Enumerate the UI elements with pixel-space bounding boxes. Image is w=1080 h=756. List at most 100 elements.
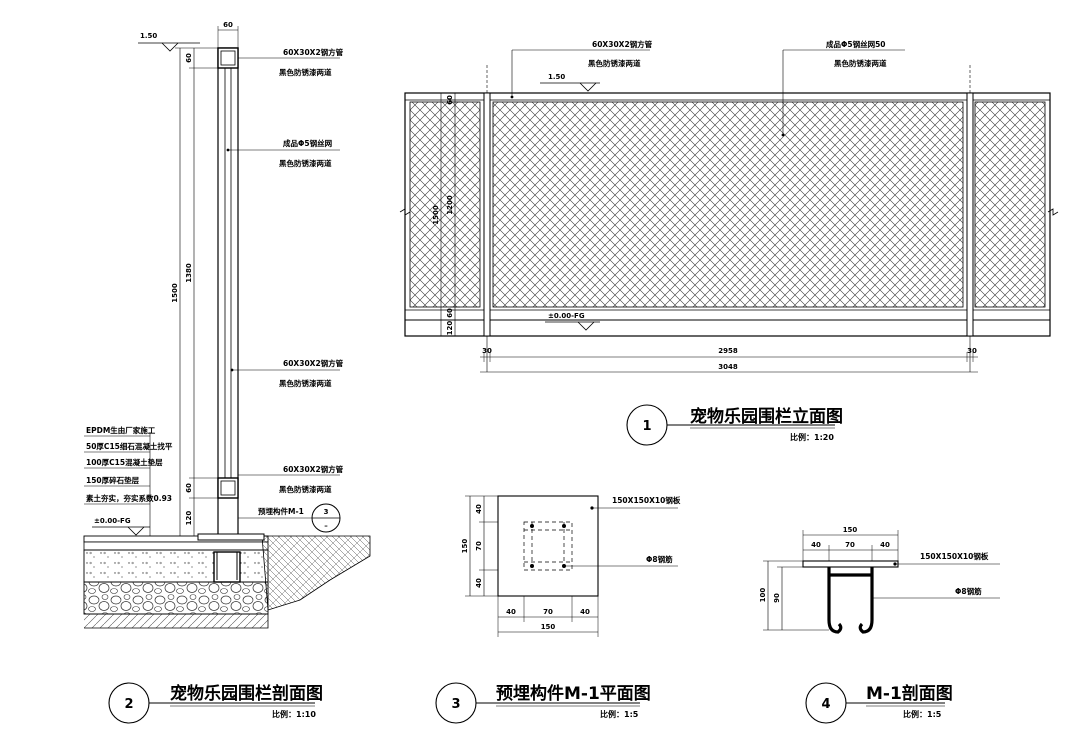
dim-post-30a: 30 (482, 347, 492, 355)
section-mid-tube-label-1: 60X30X2钢方管 (283, 358, 344, 368)
section-top-tube-label-1: 60X30X2钢方管 (283, 47, 344, 57)
detail-callout-number: 3 (324, 508, 329, 516)
m1-dim-top-150: 150 (843, 526, 858, 534)
m1-dim-top-70: 70 (845, 541, 855, 549)
section-dim-60a: 60 (185, 53, 193, 63)
section-bottom-tube-callout: 60X30X2钢方管 黑色防锈漆两道 (238, 464, 344, 494)
post-left (483, 92, 491, 337)
plan-bar-outline (523, 521, 573, 571)
drawing-scale-3: 比例：1:5 (600, 709, 639, 719)
section-level-top: 1.50 (138, 32, 200, 52)
level-top-text: 1.50 (548, 73, 565, 81)
dim-span-2958: 2958 (718, 347, 738, 355)
plan-dim-h-150: 150 (541, 623, 556, 631)
m1-plate-callout: 150X150X10钢板 (893, 551, 1000, 566)
plan-m1-drawing: 150X150X10钢板 Φ8钢筋 40 70 40 150 4 (435, 495, 681, 724)
section-top-tube-label-2: 黑色防锈漆两道 (279, 67, 332, 77)
m1-bar-label: Φ8钢筋 (955, 586, 982, 596)
plan-dim-v-40a: 40 (475, 504, 483, 514)
mesh-label-2: 黑色防锈漆两道 (834, 58, 887, 68)
plan-dim-h-70: 70 (543, 608, 553, 616)
m1-dim-top-40b: 40 (880, 541, 890, 549)
section-bottom-tube-label-1: 60X30X2钢方管 (283, 464, 344, 474)
plan-plate-callout: 150X150X10钢板 (590, 495, 681, 510)
leveling-layer (83, 541, 269, 551)
section-dim-post-width: 60 (223, 21, 233, 29)
title-block-1: 1 宠物乐园围栏立面图 比例：1:20 (626, 404, 843, 446)
section-dim-120: 120 (185, 511, 193, 526)
plan-bar-label: Φ8钢筋 (646, 554, 673, 564)
detail-callout-sub: – (324, 522, 328, 530)
drawing-title-1: 宠物乐园围栏立面图 (690, 406, 843, 427)
section-m1-drawing: 150X150X10钢板 Φ8钢筋 150 40 70 40 100 (759, 526, 1000, 724)
dim-h-1200: 1200 (446, 195, 454, 215)
section-drawing: 60 1.50 60 1380 1500 60 120 60X30X2钢方管 (83, 21, 371, 724)
section-bottom-tube-label-2: 黑色防锈漆两道 (279, 484, 332, 494)
layer-note-5: 素土夯实，夯实系数0.93 (86, 493, 172, 503)
top-tube-callout: 60X30X2钢方管 黑色防锈漆两道 (510, 39, 653, 99)
title-block-3: 3 预埋构件M-1平面图 比例：1:5 (435, 682, 651, 724)
m1-dim-top-40a: 40 (811, 541, 821, 549)
embed-plate (197, 533, 265, 541)
dim-h-120: 120 (446, 321, 454, 336)
plan-bar-callout: Φ8钢筋 (564, 554, 678, 567)
drawing-title-4: M-1剖面图 (866, 683, 953, 704)
drawing-title-2: 宠物乐园围栏剖面图 (170, 683, 323, 704)
layer-note-4: 150厚碎石垫层 (86, 475, 140, 485)
section-layer-notes: EPDM生由厂家施工 50厚C15细石混凝土找平 100厚C15混凝土垫层 15… (84, 425, 173, 536)
m1-plate-label: 150X150X10钢板 (920, 551, 989, 561)
title-block-2: 2 宠物乐园围栏剖面图 比例：1:10 (108, 682, 323, 724)
plan-horizontal-dims: 40 70 40 150 (497, 596, 599, 637)
adjacent-ground (261, 535, 371, 611)
plan-plate (497, 495, 599, 597)
section-mesh-callout: 成品Φ5钢丝网 黑色防锈漆两道 (226, 138, 340, 168)
mesh-label-1: 成品Φ5钢丝网50 (826, 39, 886, 49)
level-ground-text: ±0.00-FG (548, 312, 585, 320)
section-top-tube-callout: 60X30X2钢方管 黑色防锈漆两道 (238, 47, 344, 77)
mesh-callout: 成品Φ5钢丝网50 黑色防锈漆两道 (781, 39, 905, 137)
m1-bar-left (827, 567, 843, 634)
gravel-layer (83, 581, 269, 615)
title-block-4: 4 M-1剖面图 比例：1:5 (805, 682, 953, 724)
m1-plate (802, 560, 899, 568)
section-mid-tube-callout: 60X30X2钢方管 黑色防锈漆两道 (230, 358, 344, 388)
mesh-panel-main (492, 101, 964, 308)
elevation-drawing: 1.50 ±0.00-FG 60X30X2钢方管 黑色防锈漆两道 成品Φ5钢丝网… (399, 39, 1059, 446)
section-embed-callout: 预埋构件M-1 3 – (238, 503, 341, 533)
layer-note-2: 50厚C15细石混凝土找平 (86, 441, 173, 451)
m1-dim-v-90: 90 (773, 593, 781, 603)
dim-h-1500: 1500 (432, 205, 440, 225)
section-embed-label: 预埋构件M-1 (258, 506, 304, 516)
section-level-ground: ±0.00-FG (92, 517, 150, 536)
drawing-scale-1: 比例：1:20 (790, 432, 834, 442)
mesh-panel-right (974, 101, 1046, 308)
elevation-vertical-dims: 60 1200 1500 60 120 (432, 92, 460, 337)
plan-dim-v-150: 150 (461, 539, 469, 554)
plan-vertical-dims: 40 70 40 150 (461, 495, 498, 597)
dim-h-60: 60 (446, 95, 454, 105)
post-right (966, 92, 974, 337)
m1-vertical-dims: 100 90 (759, 560, 829, 631)
section-mid-tube-label-2: 黑色防锈漆两道 (279, 378, 332, 388)
plan-plate-label: 150X150X10钢板 (612, 495, 681, 505)
break-mark-left (399, 208, 411, 216)
section-level-ground-text: ±0.00-FG (94, 517, 131, 525)
section-bottom-tube (217, 477, 239, 499)
top-tube-label-1: 60X30X2钢方管 (592, 39, 653, 49)
drawing-title-3: 预埋构件M-1平面图 (496, 683, 651, 704)
section-level-top-text: 1.50 (140, 32, 157, 40)
embed-anchor (213, 551, 241, 583)
m1-bar-right (858, 567, 874, 634)
mesh-panel-left (409, 101, 481, 308)
m1-dim-v-100: 100 (759, 588, 767, 603)
section-dim-60b: 60 (185, 483, 193, 493)
plan-dim-v-40b: 40 (475, 578, 483, 588)
drawing-number-4: 4 (821, 697, 830, 712)
section-ground-layers (83, 533, 371, 629)
section-vertical-dims: 60 1380 1500 60 120 (171, 47, 218, 539)
drawing-number-3: 3 (451, 697, 460, 712)
drawing-number-2: 2 (124, 697, 133, 712)
drawing-scale-2: 比例：1:10 (272, 709, 316, 719)
layer-note-1: EPDM生由厂家施工 (86, 425, 156, 435)
